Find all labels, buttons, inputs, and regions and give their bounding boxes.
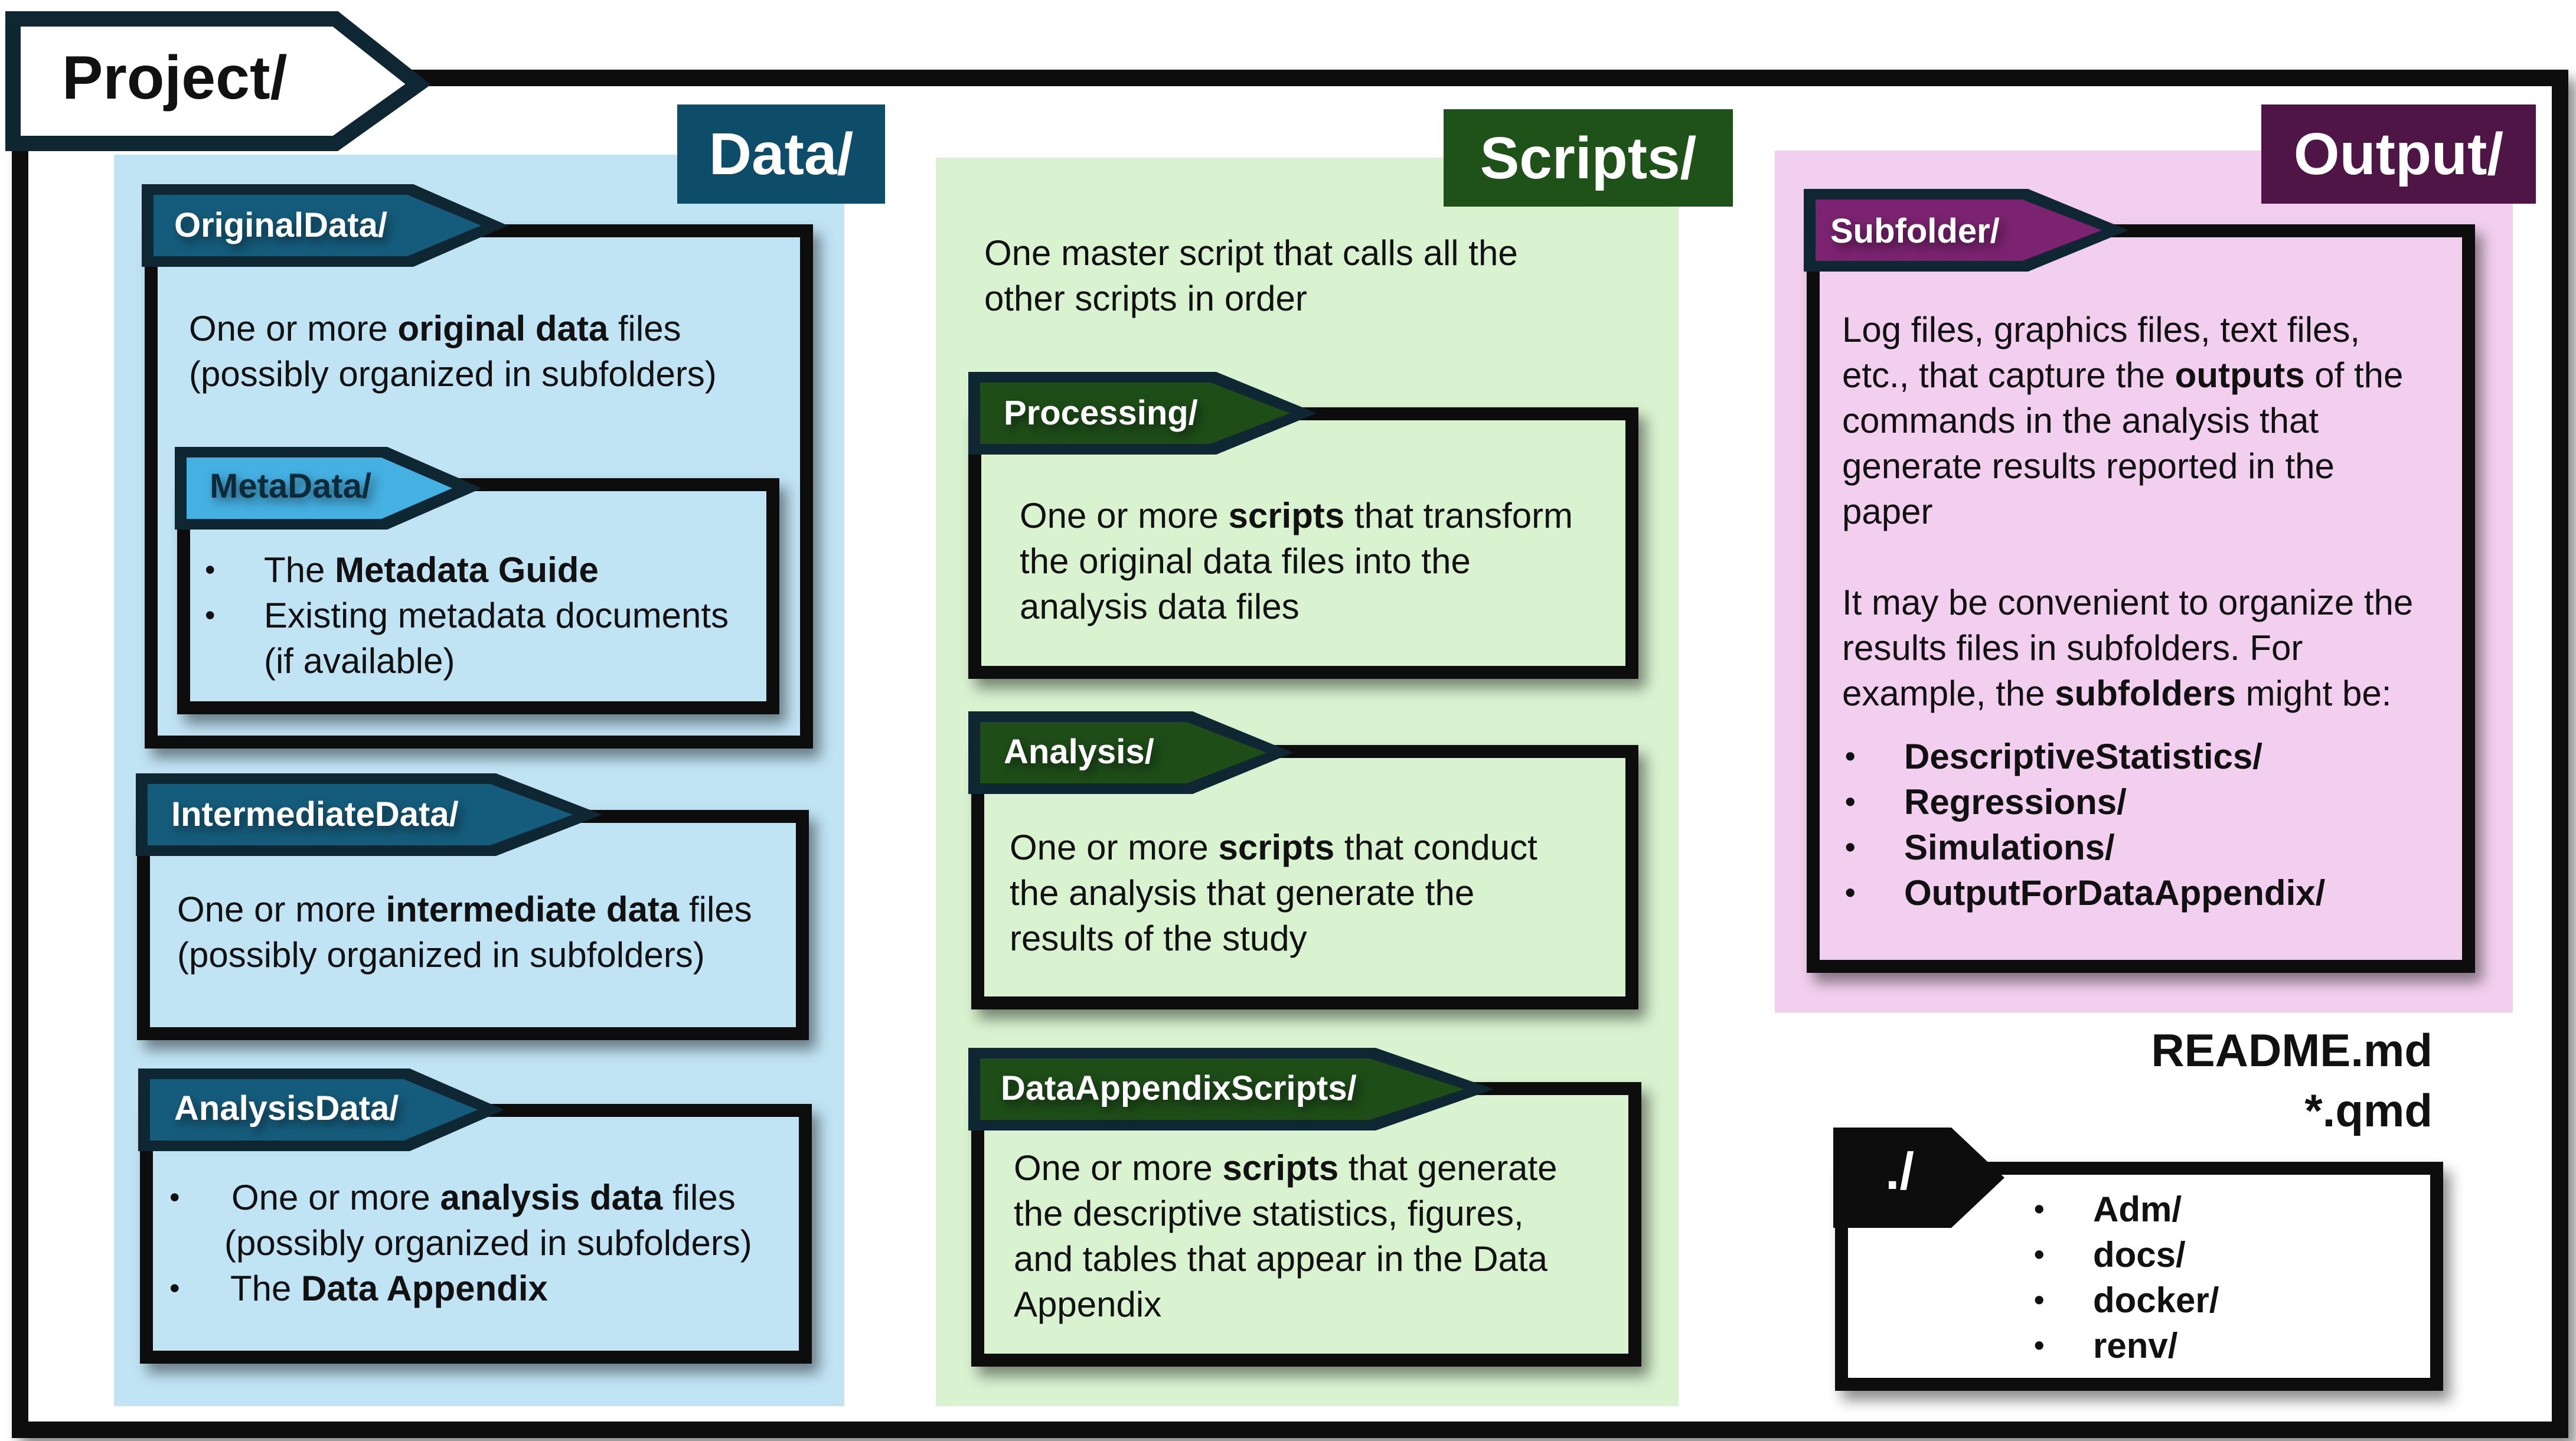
bullet-icon: • <box>2034 1192 2045 1226</box>
appendix-scripts-text: One or more scripts that generate the de… <box>1014 1148 1558 1324</box>
processing-text: One or more scripts that transform the o… <box>1020 496 1573 626</box>
metadata-tab-shape <box>175 447 482 530</box>
output-column-title: Output/ <box>2261 104 2536 204</box>
subfolder-list-item: •DescriptiveStatistics/ <box>1845 734 2435 779</box>
analysis-data-item-1-cont: (possibly organized in subfolders) <box>224 1223 752 1263</box>
bullet-icon: • <box>1845 876 1856 909</box>
readme-file: README.md <box>2151 1024 2433 1076</box>
appendix-scripts-tab-label: DataAppendixScripts/ <box>1001 1069 1357 1107</box>
bullet-icon: • <box>1845 785 1856 818</box>
metadata-list: •The Metadata Guide •Existing metadata d… <box>205 547 772 684</box>
intermediate-data-text: One or more intermediate data files (pos… <box>177 890 752 975</box>
root-tab-label: ./ <box>1885 1142 1914 1200</box>
processing-tab-shape <box>968 372 1317 455</box>
metadata-item-2: •Existing metadata documents <box>205 596 729 635</box>
scripts-master-text: One master script that calls all the oth… <box>984 233 1518 318</box>
subfolder-list: •DescriptiveStatistics/•Regressions/•Sim… <box>1845 734 2435 916</box>
subfolder-tab-label: Subfolder/ <box>1830 212 2000 250</box>
metadata-tab-label: MetaData/ <box>210 467 371 505</box>
analysis-scripts-text: One or more scripts that conduct the ana… <box>1010 828 1537 958</box>
root-list-item: •Adm/ <box>2034 1187 2424 1232</box>
processing-tab-label: Processing/ <box>1004 394 1198 432</box>
metadata-item-2-cont: (if available) <box>264 641 455 681</box>
intermediate-data-tab-label: IntermediateData/ <box>171 795 459 834</box>
qmd-files: *.qmd <box>2304 1084 2433 1136</box>
metadata-item-1: •The Metadata Guide <box>205 550 599 590</box>
analysis-data-item-2: •The Data Appendix <box>169 1269 548 1308</box>
subfolder-list-item: •Regressions/ <box>1845 779 2435 825</box>
data-column-title: Data/ <box>677 104 885 204</box>
analysis-data-list: •One or more analysis data files (possib… <box>169 1175 798 1311</box>
root-list-item: •docker/ <box>2034 1277 2424 1323</box>
analysis-data-item-1: •One or more analysis data files <box>169 1178 736 1217</box>
appendix-scripts-tab-shape <box>968 1048 1494 1130</box>
subfolder-text: Log files, graphics files, text files, e… <box>1842 310 2414 713</box>
bullet-icon: • <box>1845 740 1856 773</box>
root-tab-shape <box>1833 1128 2004 1228</box>
subfolder-list-item: •OutputForDataAppendix/ <box>1845 870 2435 916</box>
bullet-icon: • <box>2034 1238 2045 1271</box>
bullet-icon: • <box>1845 831 1856 864</box>
subfolder-list-item: •Simulations/ <box>1845 825 2435 870</box>
root-list-item: •docs/ <box>2034 1232 2424 1277</box>
analysis-data-tab-shape <box>138 1069 504 1151</box>
bullet-icon: • <box>2034 1283 2045 1316</box>
root-list-item: •renv/ <box>2034 1323 2424 1368</box>
root-list: •Adm/•docs/•docker/•renv/ <box>2034 1187 2424 1368</box>
original-data-tab-label: OriginalData/ <box>174 206 387 244</box>
bullet-icon: • <box>2034 1329 2045 1362</box>
project-frame <box>12 70 2568 1438</box>
analysis-scripts-tab-label: Analysis/ <box>1004 733 1154 771</box>
subfolder-tab-shape <box>1804 189 2128 272</box>
project-label: Project/ <box>62 44 288 112</box>
analysis-scripts-tab-shape <box>968 711 1293 794</box>
original-data-tab-shape <box>142 184 508 267</box>
scripts-column-title: Scripts/ <box>1444 109 1733 207</box>
project-tab-shape <box>5 11 430 151</box>
intermediate-data-tab-shape <box>136 773 602 856</box>
original-data-text: One or more original data files (possibl… <box>189 309 717 394</box>
output-column <box>1775 151 2513 1012</box>
analysis-data-tab-label: AnalysisData/ <box>174 1089 399 1128</box>
